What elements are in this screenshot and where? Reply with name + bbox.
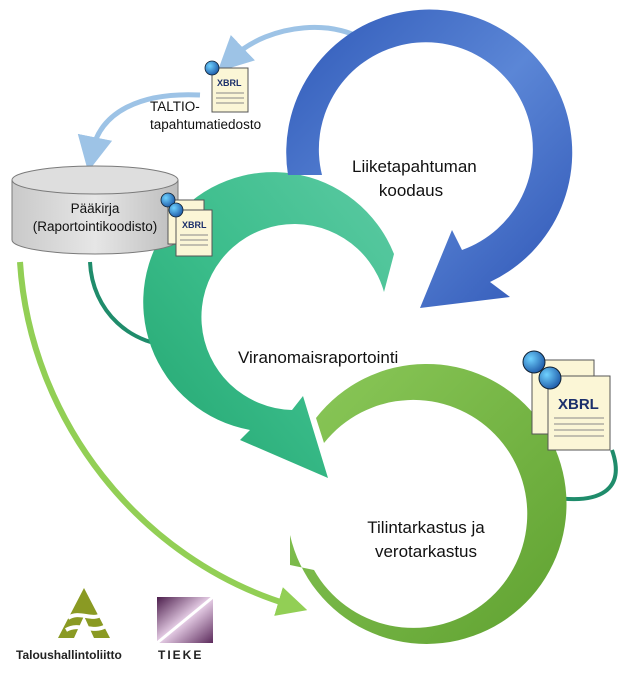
audit-label-line1: Tilintarkastus ja xyxy=(367,518,485,537)
business-coding-label-line1: Liiketapahtuman xyxy=(352,157,477,176)
ledger-label-line1: Pääkirja xyxy=(70,201,120,216)
ledger-to-audit-arrow xyxy=(17,261,308,616)
taloushallintoliitto-logo-text: Taloushallintoliitto xyxy=(16,648,122,662)
globe-icon xyxy=(538,366,562,390)
taltio-label-line2: tapahtumatiedosto xyxy=(150,117,262,132)
taloushallintoliitto-logo-icon xyxy=(58,588,110,638)
xbrl-document-icon: XBRL xyxy=(204,60,249,113)
authority-reporting-text: Viranomaisraportointi xyxy=(238,348,399,367)
tieke-logo-icon xyxy=(156,595,214,645)
globe-icon xyxy=(204,60,220,76)
globe-icon xyxy=(522,350,546,374)
xbrl-document-stack-icon: XBRL xyxy=(160,192,213,257)
globe-icon xyxy=(168,202,184,218)
audit-cycle-arrow xyxy=(290,363,567,644)
business-coding-label-line2: koodaus xyxy=(378,181,444,200)
taltio-label-line1: TALTIO- xyxy=(150,99,200,114)
database-cylinder-icon xyxy=(11,165,179,255)
audit-label-line2: verotarkastus xyxy=(374,542,478,561)
taltio-label: TALTIO- tapahtumatiedosto xyxy=(150,98,261,134)
tieke-logo-text: TIEKE xyxy=(158,648,204,662)
business-coding-label: Liiketapahtuman koodaus xyxy=(352,155,477,203)
coding-cycle-arrow xyxy=(286,9,573,309)
audit-label: Tilintarkastus ja verotarkastus xyxy=(360,516,492,564)
authority-reporting-label: Viranomaisraportointi xyxy=(238,346,438,370)
xbrl-document-stack-large-icon: XBRL xyxy=(522,350,611,451)
ledger-label-line2: (Raportointikoodisto) xyxy=(32,219,158,234)
globe-icon xyxy=(160,192,176,208)
ledger-label: Pääkirja (Raportointikoodisto) xyxy=(12,200,178,236)
xbrl-label: XBRL xyxy=(182,220,207,230)
xbrl-label: XBRL xyxy=(558,396,599,413)
xbrl-to-ledger-arrow xyxy=(77,92,201,172)
xbrl-label: XBRL xyxy=(217,78,242,88)
